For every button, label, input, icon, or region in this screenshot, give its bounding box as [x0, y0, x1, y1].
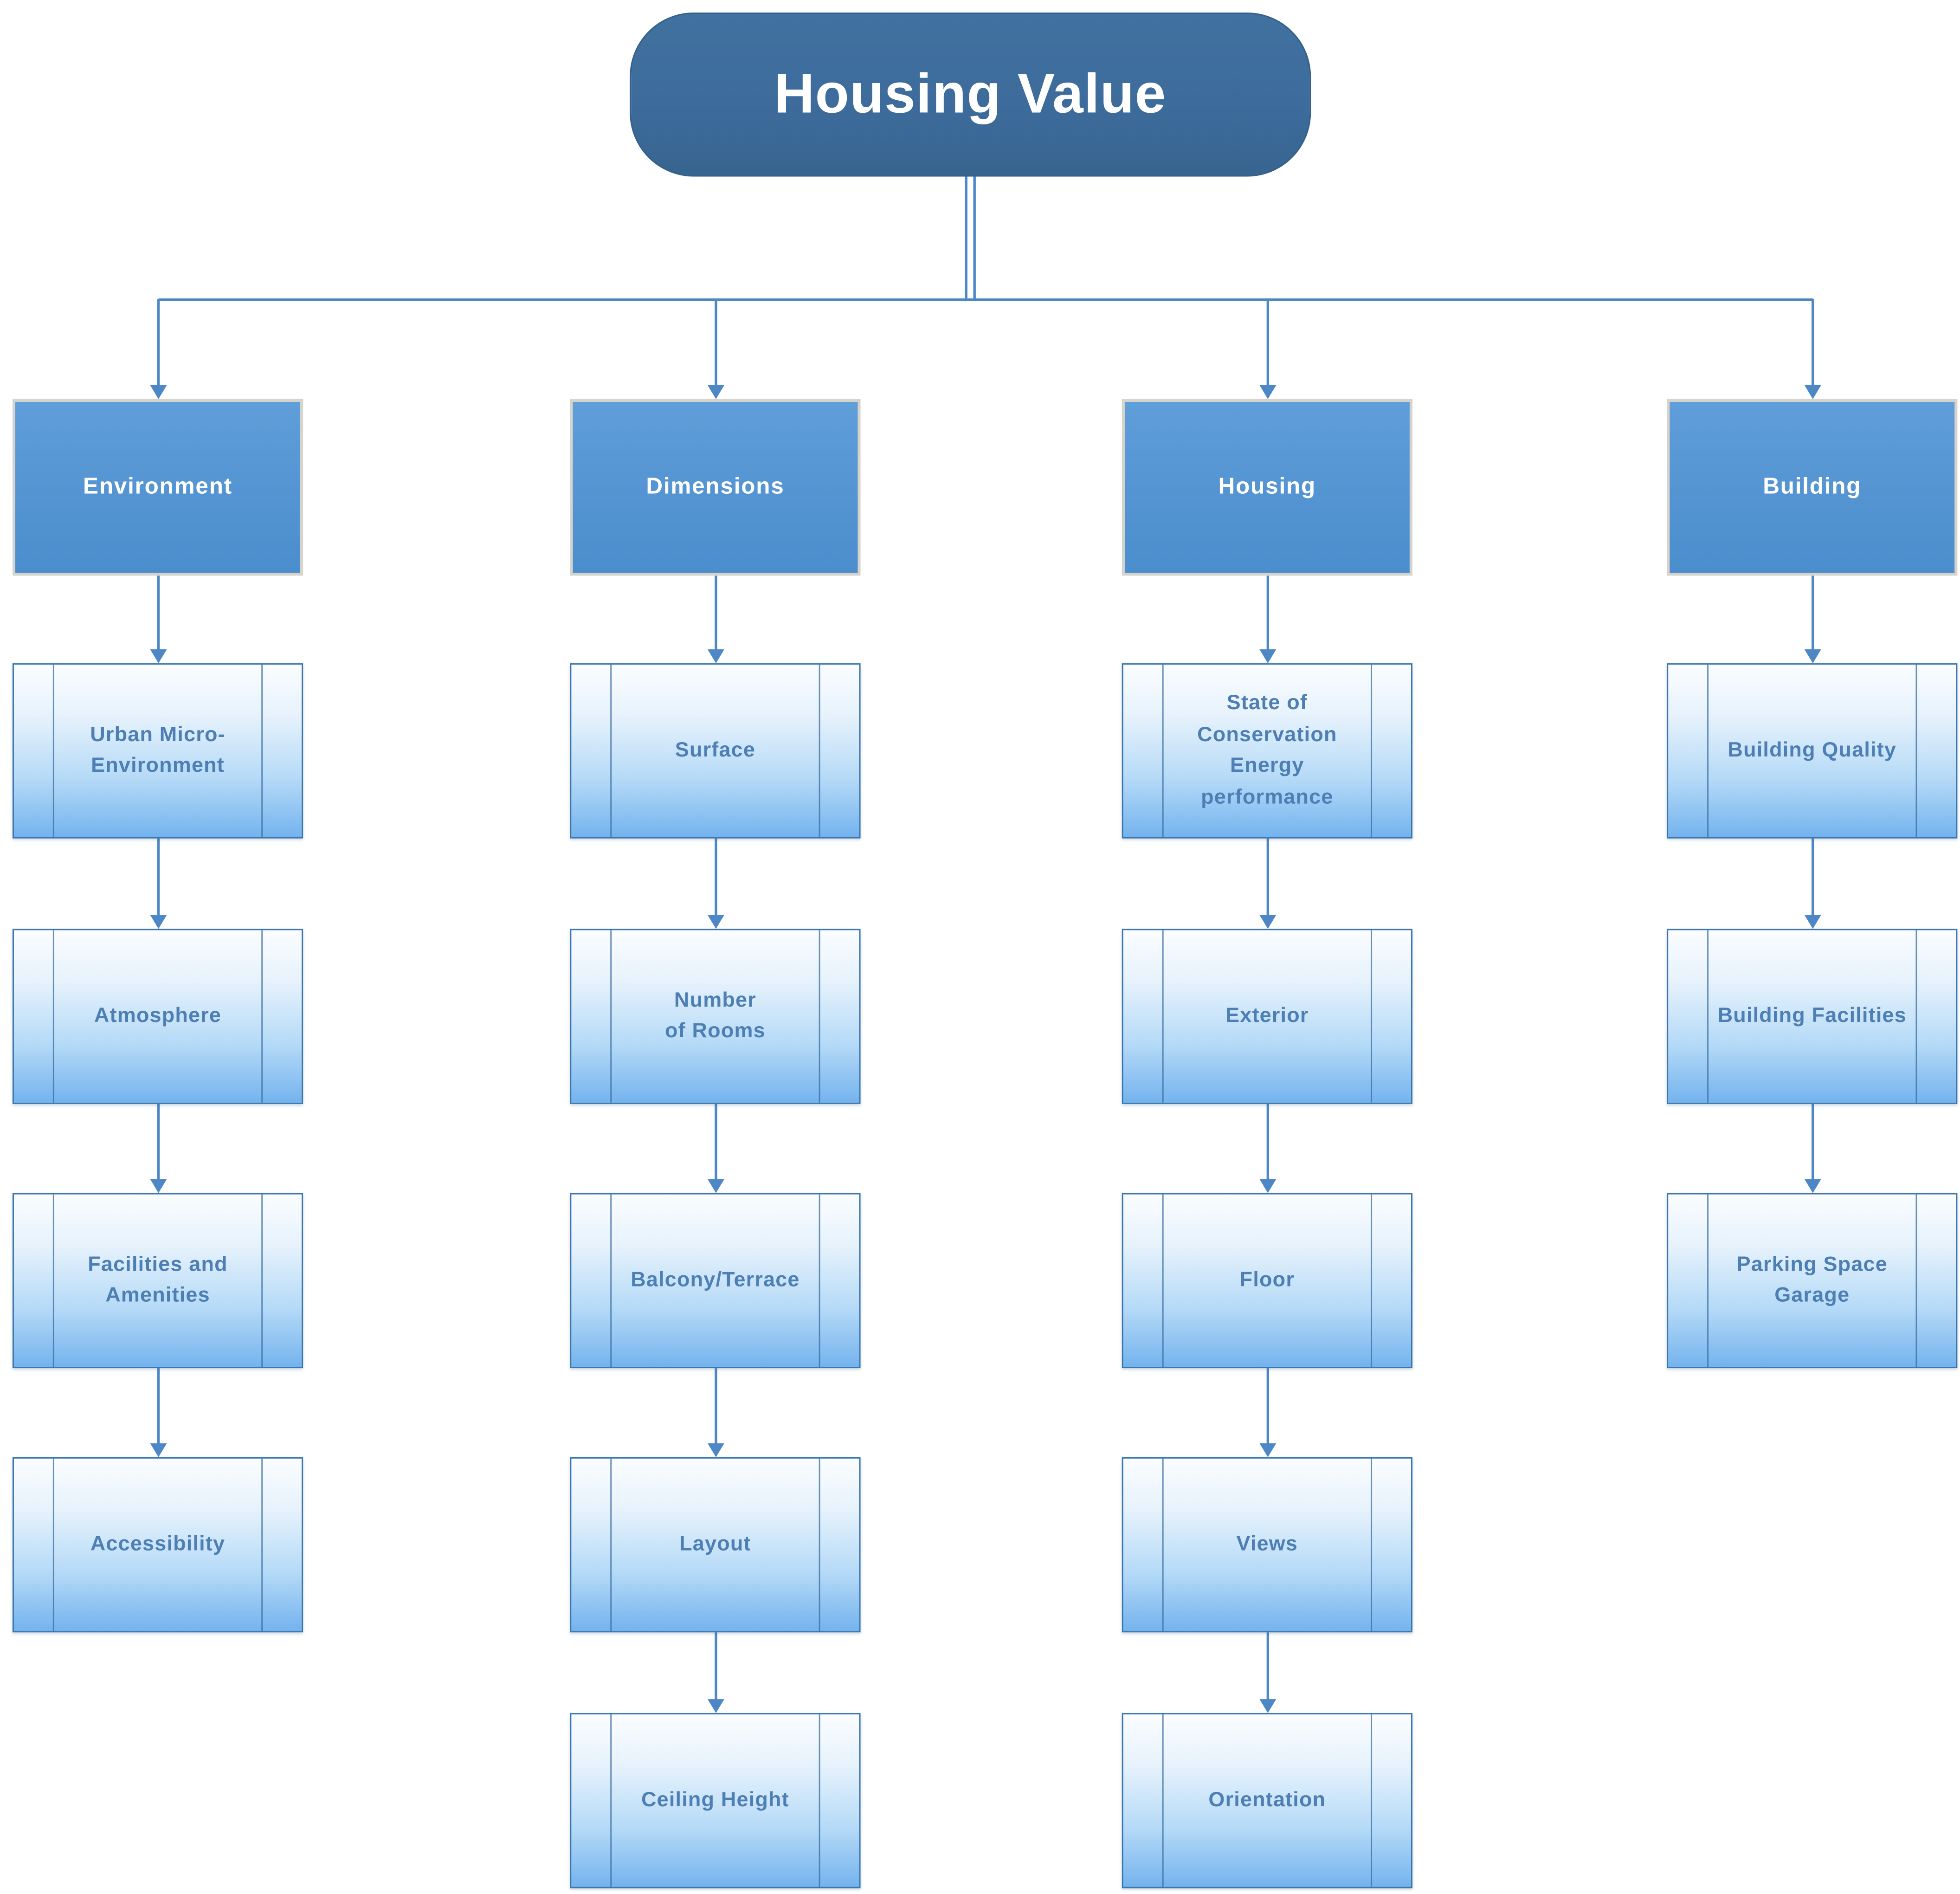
branch-header-environment: Environment [12, 399, 303, 576]
node-label: Urban Micro- Environment [90, 722, 226, 777]
node-ceiling-height: Ceiling Height [570, 1713, 861, 1888]
branch-header-label: Dimensions [646, 474, 785, 499]
node-views: Views [1122, 1457, 1412, 1633]
node-label: Facilities and Amenities [88, 1252, 228, 1307]
node-exterior: Exterior [1122, 929, 1412, 1104]
title-node: Housing Value [630, 12, 1311, 177]
node-balcony-terrace: Balcony/Terrace [570, 1193, 861, 1369]
node-layout: Layout [570, 1457, 861, 1633]
node-label: Balcony/Terrace [631, 1267, 800, 1292]
branch-header-dimensions: Dimensions [570, 399, 861, 576]
node-label: Atmosphere [94, 1003, 222, 1028]
node-building-facilities: Building Facilities [1667, 929, 1958, 1104]
node-atmosphere: Atmosphere [12, 929, 303, 1104]
node-urban-micro-environment: Urban Micro- Environment [12, 663, 303, 839]
branch-header-housing: Housing [1122, 399, 1412, 576]
node-accessibility: Accessibility [12, 1457, 303, 1633]
node-label: Floor [1239, 1267, 1295, 1292]
branch-header-label: Environment [83, 474, 232, 499]
node-floor: Floor [1122, 1193, 1412, 1369]
branch-header-label: Housing [1218, 474, 1316, 499]
node-label: Building Facilities [1717, 1003, 1907, 1028]
node-building-quality: Building Quality [1667, 663, 1958, 839]
node-facilities-and-amenities: Facilities and Amenities [12, 1193, 303, 1369]
node-label: Layout [679, 1532, 751, 1556]
node-state-of-conservation-energy-performance: State of Conservation Energy performance [1122, 663, 1412, 839]
node-label: Views [1236, 1532, 1298, 1556]
branch-header-label: Building [1763, 474, 1862, 499]
node-label: Exterior [1225, 1003, 1309, 1028]
node-label: Parking Space Garage [1736, 1252, 1888, 1307]
node-orientation: Orientation [1122, 1713, 1412, 1888]
node-label: Accessibility [90, 1532, 226, 1556]
node-label: Surface [675, 738, 756, 762]
node-label: Orientation [1208, 1788, 1326, 1812]
node-label: Ceiling Height [641, 1788, 789, 1812]
node-number-of-rooms: Number of Rooms [570, 929, 861, 1104]
node-surface: Surface [570, 663, 861, 839]
node-label: Number of Rooms [665, 988, 766, 1043]
node-parking-space-garage: Parking Space Garage [1667, 1193, 1958, 1369]
title-label: Housing Value [774, 63, 1167, 125]
node-label: Building Quality [1728, 738, 1897, 762]
node-label: State of Conservation Energy performance [1197, 691, 1337, 809]
branch-header-building: Building [1667, 399, 1958, 576]
